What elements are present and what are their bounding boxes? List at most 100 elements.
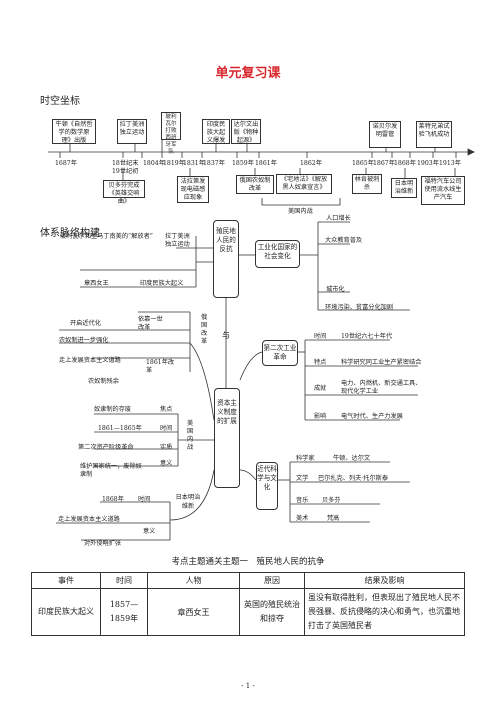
node-social-change: 工业化国家的社会变化 (255, 240, 300, 268)
label-social-0: 人口增长 (326, 215, 351, 222)
event-russia-reform: 俄国农奴制改革 (236, 175, 274, 194)
event-newton: 牛顿《自然哲学的数学原理》出版 (52, 119, 96, 144)
year-label: 1867年 (373, 160, 395, 167)
label-ir2-v3: 电力、内燃机、新交通工具、现代化学工业 (341, 380, 422, 395)
year-label: 1837年 (203, 160, 225, 167)
year-label: 1687年 (55, 160, 77, 167)
label-ir2-v1: 19世纪六七十年代 (341, 333, 393, 340)
label-usa-c2: 实质 (160, 444, 173, 451)
event-bolivar: 玻利瓦尔打败西班牙军队 (161, 112, 181, 155)
label-usa-c: 第二次资产阶级革命 (78, 444, 134, 451)
label-russia-e: 1861年改革 (146, 359, 175, 374)
label-russia-b: 依靠一世改革 (138, 316, 163, 331)
year-label: 1862年 (300, 160, 322, 167)
label-ir2-v2: 科学研究同工业生产紧密结合 (341, 359, 422, 366)
label-russia-reform: 俄国改革 (201, 314, 208, 345)
label-ir2-v4: 电气时代、生产力发展 (341, 413, 403, 420)
summary-table: 事件 时间 人物 原因 结果及影响 印度民族大起义 1857—1859年 章西女… (31, 572, 465, 636)
page-title: 单元复习课 (215, 66, 281, 81)
node-capitalism-expansion: 资本主义制度的扩展 (214, 388, 240, 488)
event-homestead: 《宅地法》《解放黑人奴隶宣言》 (276, 174, 332, 194)
label-ir2-k4: 影响 (314, 413, 327, 420)
label-india-uprising: 印度民族大起义 (140, 280, 184, 287)
bracket-label: 美国内战 (288, 208, 313, 215)
col-header: 原因 (239, 572, 305, 589)
link-and: 与 (222, 331, 230, 340)
label-usa-d: 维护国家统一，废除奴隶制 (80, 463, 142, 478)
label-queen: 章西女王 (84, 280, 109, 287)
cell-cause: 英国的殖民统治和掠夺 (239, 588, 305, 636)
label-russia-c: 农奴制进一步强化 (59, 337, 109, 344)
label-japan-b2: 意义 (143, 528, 156, 535)
label-japan-c: 对外侵略扩张 (84, 540, 122, 547)
event-wright: 莱特兄弟试验飞机成功 (416, 121, 452, 148)
year-label: 1913年 (439, 160, 461, 167)
label-russia-a: 开启近代化 (70, 320, 101, 327)
event-darwin: 达尔文出版《物种起源》 (231, 119, 261, 144)
year-label: 1819年 (163, 160, 185, 167)
cell-person: 章西女王 (147, 588, 240, 636)
label-latam: 拉丁美洲独立运动 (165, 233, 190, 248)
year-label: 1903年 (417, 160, 439, 167)
col-header: 结果及影响 (304, 572, 465, 589)
label-culture-v4: 梵高 (327, 515, 340, 522)
year-label: 1831年 (183, 160, 205, 167)
label-ir2-k3: 成就 (314, 385, 327, 392)
label-social-3: 环境污染、贫富分化加剧 (325, 304, 394, 311)
section-network: 体系脉络构建 (40, 228, 100, 239)
year-label: 1868年 (394, 160, 416, 167)
label-japan-b: 走上发展资本主义道路 (58, 516, 120, 523)
label-social-2: 城市化 (326, 286, 345, 293)
year-label: 1804年 (143, 160, 165, 167)
cell-result: 虽没有取得胜利，但表现出了殖民地人民不畏强暴、反抗侵略的决心和勇气，也沉重地打击… (304, 588, 465, 636)
node-science-culture: 近代科学与文化 (256, 462, 278, 510)
year-label: 1859年 (232, 160, 254, 167)
label-ir2-k1: 时间 (314, 333, 327, 340)
label-usa-d2: 意义 (160, 460, 173, 467)
label-ir2-k2: 特点 (314, 359, 327, 366)
event-india: 印度民族大起义爆发 (202, 119, 230, 144)
cell-event: 印度民族大起义 (31, 588, 101, 636)
label-russia-d: 走上发展资本主义道路 (59, 357, 121, 364)
event-lincoln: 林肯被刺杀 (352, 174, 382, 194)
year-label: 18世纪末 (112, 160, 139, 167)
col-header: 人物 (147, 572, 240, 589)
label-usa-a: 奴隶制的存废 (94, 406, 132, 413)
node-industrial-revolution: 第二次工业革命 (262, 340, 298, 366)
year-label: 1861年 (255, 160, 277, 167)
label-japan-a2: 时间 (138, 496, 151, 503)
label-usa-a2: 焦点 (160, 406, 173, 413)
col-header: 时间 (100, 572, 148, 589)
section-timeline: 时空坐标 (40, 96, 80, 107)
label-culture-k4: 美术 (296, 515, 309, 522)
event-nobel: 诺贝尔发明雷管 (369, 121, 401, 148)
event-beethoven: 贝多芬完成《英雄交响曲》 (103, 180, 145, 205)
label-meiji: 日本明治维新 (175, 494, 201, 510)
label-culture-v2: 巴尔扎克、列夫·托尔斯泰 (318, 475, 389, 482)
label-russia-f: 农奴制残余 (88, 378, 119, 385)
node-colonial-resistance: 殖民地人民的反抗 (213, 220, 239, 298)
event-faraday: 法拉第发现电磁感应现象 (177, 176, 209, 203)
label-social-1: 大众教育普及 (325, 237, 363, 244)
label-culture-k2: 文学 (296, 475, 309, 482)
cell-time: 1857—1859年 (100, 588, 148, 636)
page-number: - 1 - (241, 682, 255, 690)
label-usa-b2: 时间 (160, 425, 173, 432)
label-culture-v3: 贝多芬 (322, 497, 341, 504)
label-culture-v1: 牛顿、达尔文 (333, 455, 371, 462)
table-header-row: 事件 时间 人物 原因 结果及影响 (31, 572, 465, 589)
table-row: 印度民族大起义 1857—1859年 章西女王 英国的殖民统治和掠夺 虽没有取得… (31, 588, 465, 636)
col-header: 事件 (31, 572, 101, 589)
label-bolivar: 玻利瓦尔和圣马丁南美的“解放者” (60, 233, 153, 240)
label-usa-b: 1861—1865年 (98, 425, 142, 432)
year-label: 1865年 (352, 160, 374, 167)
label-usa-war: 美国内战 (187, 420, 194, 451)
year-label: 19世纪初 (112, 168, 139, 175)
event-latam: 拉丁美洲独立运动 (117, 119, 147, 144)
event-ford: 福特汽车公司使用流水线生产汽车 (421, 176, 465, 205)
table-caption: 考点主题通关主题一 殖民地人民的抗争 (171, 557, 325, 567)
label-culture-k3: 音乐 (296, 497, 309, 504)
label-japan-a: 1868年 (102, 496, 124, 503)
label-culture-k1: 科学家 (296, 455, 315, 462)
